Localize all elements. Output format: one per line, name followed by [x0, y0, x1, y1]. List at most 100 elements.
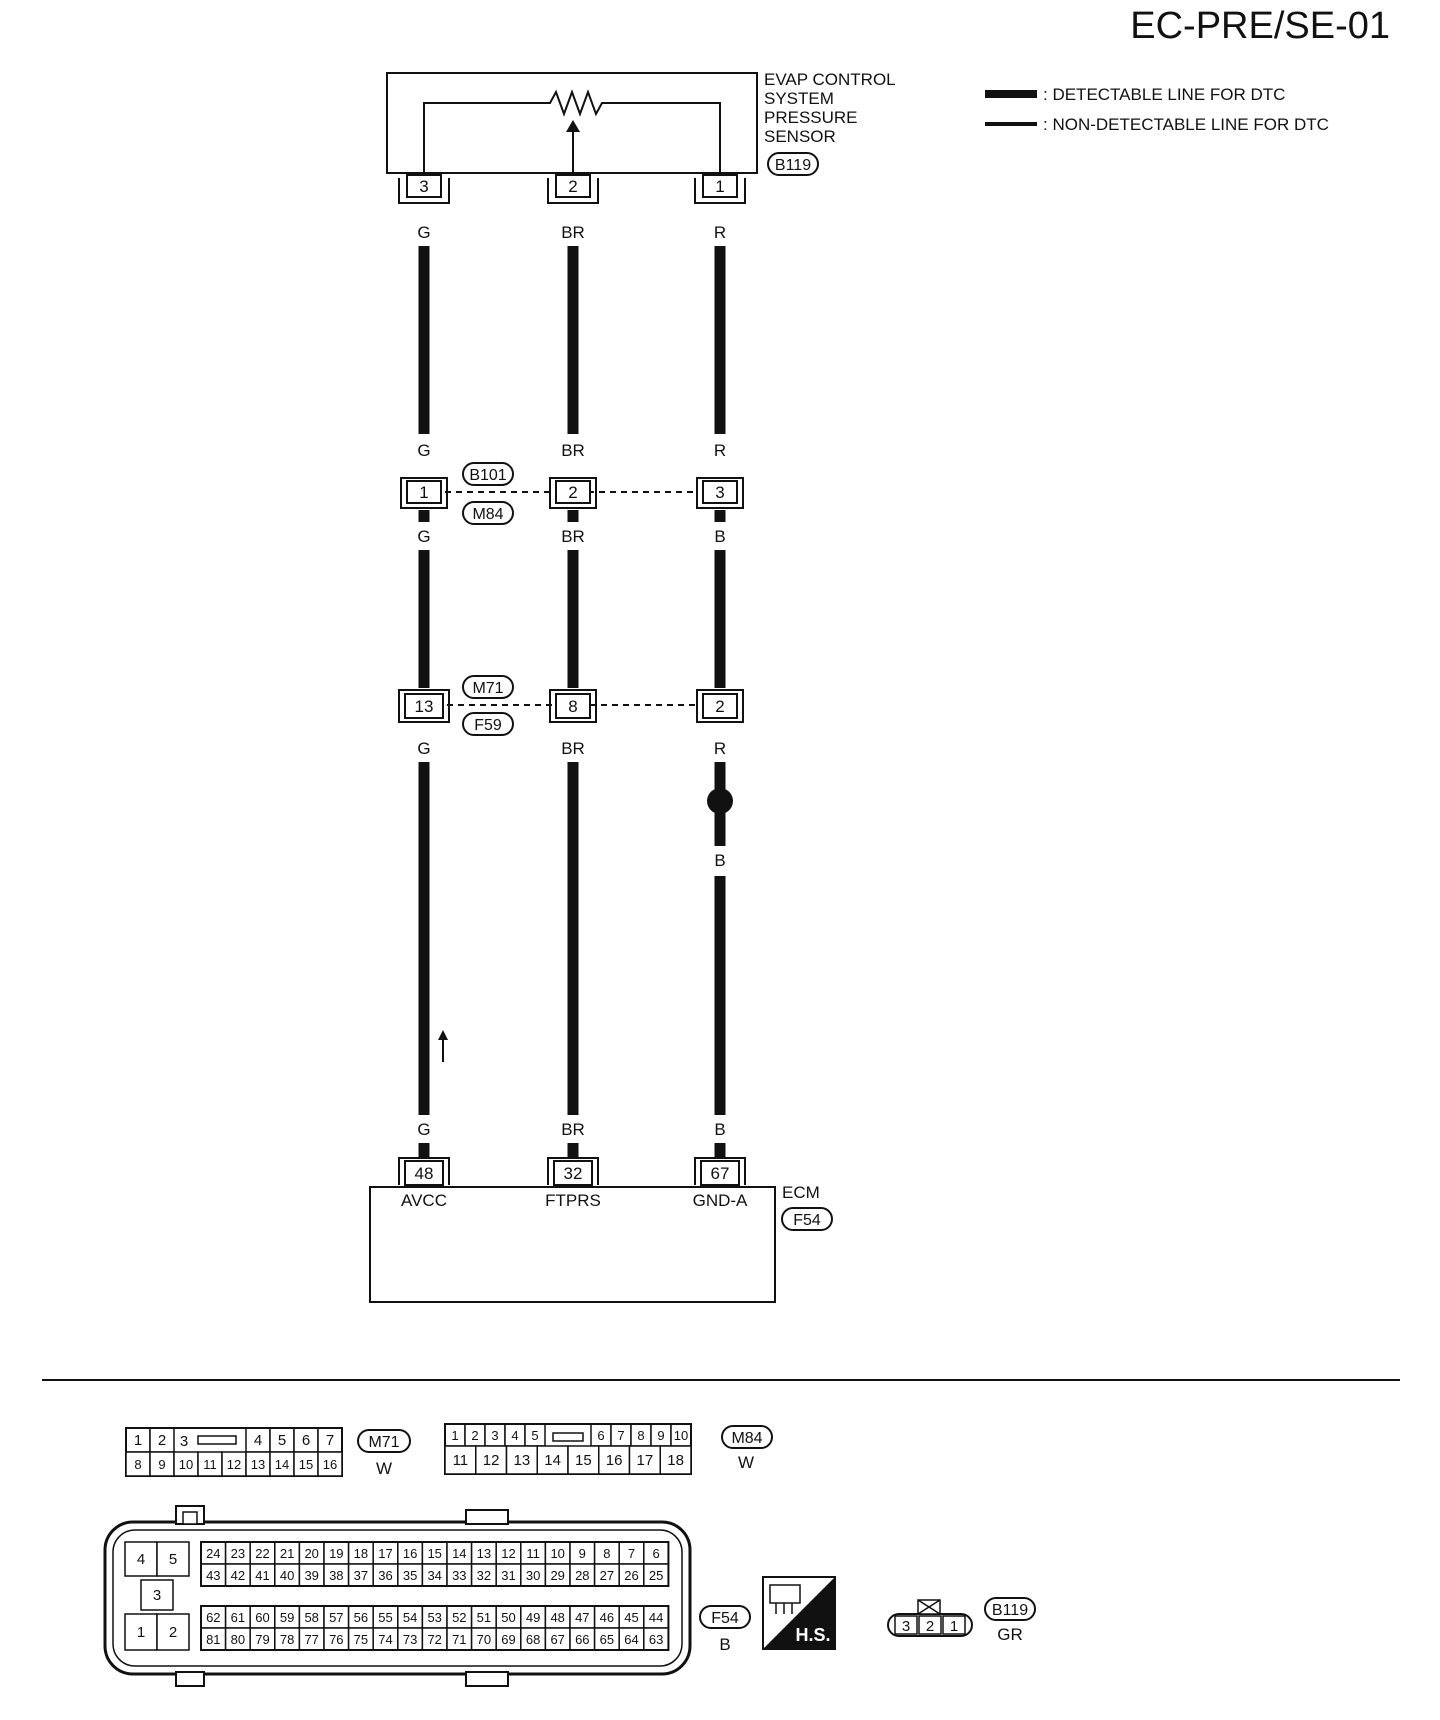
- f54-tab-bottom-center: [465, 1671, 509, 1687]
- wire-label-br-top: BR: [561, 223, 585, 242]
- svg-text:32: 32: [564, 1164, 583, 1183]
- f54-pin-35: 35: [397, 1563, 424, 1587]
- page-code: EC-PRE/SE-01: [1130, 5, 1390, 47]
- m71-pin-11: 11: [197, 1451, 223, 1477]
- svg-text:1: 1: [451, 1428, 458, 1443]
- f54-pin-1: 1: [124, 1613, 158, 1651]
- svg-text:7: 7: [628, 1546, 635, 1561]
- legend-non-detectable-text: : NON-DETECTABLE LINE FOR DTC: [1043, 115, 1329, 134]
- f54-pin-24: 24: [200, 1541, 227, 1565]
- svg-text:18: 18: [354, 1546, 368, 1561]
- svg-text:45: 45: [624, 1610, 638, 1625]
- sensor-pin-2: 2: [547, 174, 599, 204]
- evap-pressure-sensor: EVAP CONTROL SYSTEM PRESSURE SENSOR B119: [386, 70, 896, 176]
- svg-text:29: 29: [550, 1568, 564, 1583]
- f54-pin-74: 74: [372, 1627, 399, 1651]
- f54-pin-33: 33: [446, 1563, 473, 1587]
- ecm-connector-oval: [781, 1207, 833, 1231]
- f54-pin-26: 26: [618, 1563, 645, 1587]
- joint2-pin-13: 13: [398, 689, 450, 723]
- harness-side-icon: H.S.: [762, 1576, 836, 1650]
- ecm-pin-48: 48: [398, 1157, 450, 1186]
- wire-label-b-below-splice: B: [714, 851, 725, 870]
- svg-text:8: 8: [603, 1546, 610, 1561]
- m71-pin-2: 2: [149, 1427, 175, 1453]
- m71-pin-5: 5: [269, 1427, 295, 1453]
- svg-text:63: 63: [649, 1632, 663, 1647]
- svg-text:48: 48: [415, 1164, 434, 1183]
- f54-pin-43: 43: [200, 1563, 227, 1587]
- f54-pin-23: 23: [224, 1541, 251, 1565]
- svg-text:1: 1: [950, 1618, 958, 1635]
- svg-text:8: 8: [568, 697, 577, 716]
- m71-pin-9: 9: [149, 1451, 175, 1477]
- svg-text:B119: B119: [992, 1602, 1028, 1619]
- svg-text:5: 5: [169, 1551, 177, 1568]
- m84-pin-7: 7: [610, 1423, 632, 1447]
- f54-pin-58: 58: [298, 1605, 325, 1629]
- m71-pin-16: 16: [317, 1451, 343, 1477]
- m71-connector-id: M71: [357, 1429, 411, 1453]
- wire-label-g-below-j1: G: [417, 527, 430, 546]
- svg-text:76: 76: [329, 1632, 343, 1647]
- svg-text:2: 2: [715, 697, 724, 716]
- f54-tab-left-inner: [182, 1511, 198, 1525]
- m84-pin-3: 3: [484, 1423, 506, 1447]
- svg-text:1: 1: [419, 483, 428, 502]
- svg-text:58: 58: [304, 1610, 318, 1625]
- f54-pin-44: 44: [643, 1605, 670, 1629]
- f54-pin-34: 34: [421, 1563, 448, 1587]
- svg-text:70: 70: [477, 1632, 491, 1647]
- svg-text:59: 59: [280, 1610, 294, 1625]
- wire-label-g-top: G: [417, 223, 430, 242]
- f54-pin-29: 29: [544, 1563, 571, 1587]
- svg-text:51: 51: [477, 1610, 491, 1625]
- f54-pin-54: 54: [397, 1605, 424, 1629]
- ecm-pin-32: 32: [547, 1157, 599, 1186]
- svg-text:49: 49: [526, 1610, 540, 1625]
- joint1-connector-lower-id: M84: [472, 506, 503, 523]
- svg-text:17: 17: [378, 1546, 392, 1561]
- signal-arrow-icon: [438, 1030, 448, 1062]
- sensor-name-line-3: PRESSURE: [764, 108, 858, 127]
- svg-text:38: 38: [329, 1568, 343, 1583]
- harness-side-label: H.S.: [795, 1625, 830, 1645]
- svg-text:19: 19: [329, 1546, 343, 1561]
- f54-pin-49: 49: [520, 1605, 547, 1629]
- svg-text:9: 9: [657, 1428, 664, 1443]
- svg-text:4: 4: [137, 1551, 145, 1568]
- m84-pin-17: 17: [628, 1445, 661, 1475]
- f54-pin-75: 75: [347, 1627, 374, 1651]
- svg-text:2: 2: [568, 177, 577, 196]
- svg-text:6: 6: [652, 1546, 659, 1561]
- wire-label-r-below-j2: R: [714, 739, 726, 758]
- svg-text:8: 8: [134, 1457, 141, 1472]
- svg-text:1: 1: [137, 1624, 145, 1641]
- sensor-connector-oval: [767, 152, 819, 176]
- svg-text:34: 34: [427, 1568, 441, 1583]
- svg-text:15: 15: [575, 1452, 592, 1469]
- f54-pin-60: 60: [249, 1605, 276, 1629]
- f54-pin-4: 4: [124, 1541, 158, 1577]
- f54-pin-64: 64: [618, 1627, 645, 1651]
- f54-pin-14: 14: [446, 1541, 473, 1565]
- svg-text:2: 2: [568, 483, 577, 502]
- f54-pin-10: 10: [544, 1541, 571, 1565]
- b119-connector-id: B119: [984, 1597, 1036, 1621]
- ecm-terminal-avcc: AVCC: [401, 1191, 447, 1210]
- f54-pin-80: 80: [224, 1627, 251, 1651]
- svg-text:1: 1: [715, 177, 724, 196]
- m84-pin-8: 8: [630, 1423, 652, 1447]
- f54-pin-42: 42: [224, 1563, 251, 1587]
- sensor-wiper-arrowhead-icon: [566, 120, 580, 132]
- f54-pin-28: 28: [569, 1563, 596, 1587]
- svg-text:56: 56: [354, 1610, 368, 1625]
- svg-text:61: 61: [231, 1610, 245, 1625]
- svg-text:26: 26: [624, 1568, 638, 1583]
- f54-pin-11: 11: [520, 1541, 547, 1565]
- svg-text:23: 23: [231, 1546, 245, 1561]
- svg-text:48: 48: [550, 1610, 564, 1625]
- f54-tab-bottom-left: [175, 1671, 205, 1687]
- f54-pin-19: 19: [323, 1541, 350, 1565]
